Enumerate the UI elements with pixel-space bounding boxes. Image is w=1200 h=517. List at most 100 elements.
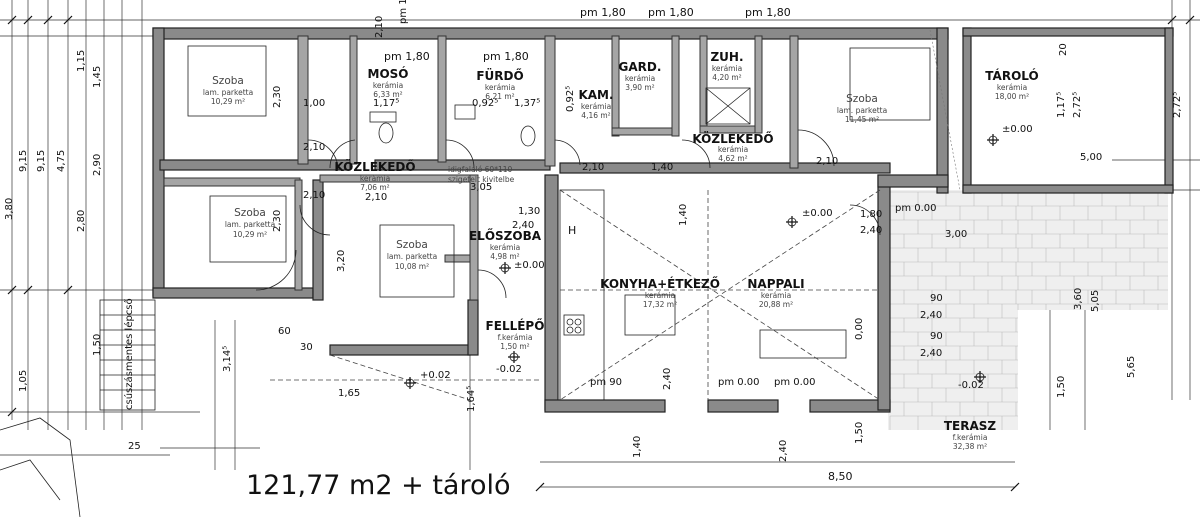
dim-label: pm 1,80	[483, 50, 529, 63]
dim-label: 2,10	[365, 192, 387, 203]
svg-text:KÖZLEKEDŐ: KÖZLEKEDŐ	[692, 131, 773, 146]
level-marker	[508, 351, 520, 363]
dim-label: 1,40	[651, 162, 673, 173]
svg-text:MOSÓ: MOSÓ	[368, 66, 409, 81]
svg-text:kerámia: kerámia	[997, 83, 1027, 92]
svg-text:Szoba: Szoba	[212, 75, 244, 87]
level-marker	[499, 262, 511, 274]
level-marker	[404, 377, 416, 389]
svg-text:ELŐSZOBA: ELŐSZOBA	[469, 228, 542, 243]
level-marker	[974, 371, 986, 383]
level-markers	[404, 134, 999, 389]
dim-label: pm 1,80	[745, 6, 791, 19]
heater-note-1: idigfalaló 60*110	[448, 165, 512, 174]
svg-text:20,88 m²: 20,88 m²	[759, 300, 793, 309]
dim-label: 1,17⁵	[1056, 92, 1067, 118]
dimension-labels-vertical: 9,15 9,15 4,75 3,80 2,80 2,90 2,30 2,30 …	[4, 0, 1183, 462]
svg-text:Szoba: Szoba	[846, 93, 878, 105]
dim-label: 1,80	[860, 209, 882, 220]
dim-label: 2,10	[303, 190, 325, 201]
dim-label: pm 0.00	[774, 377, 816, 388]
dim-label: 5,00	[1080, 152, 1102, 163]
svg-text:kerámia: kerámia	[490, 243, 520, 252]
dim-label: 1,50	[854, 422, 865, 444]
level-label: ±0.00	[802, 208, 833, 219]
dim-label: 2,40	[778, 440, 789, 462]
stove-mark: H	[568, 224, 576, 237]
svg-text:lam. parketta: lam. parketta	[203, 88, 253, 97]
interior-walls	[163, 35, 799, 301]
dim-label: pm 1,80	[384, 50, 430, 63]
svg-text:TERASZ: TERASZ	[944, 419, 997, 433]
svg-text:TÁROLÓ: TÁROLÓ	[985, 68, 1038, 83]
svg-text:lam. parketta: lam. parketta	[387, 252, 437, 261]
svg-text:17,32 m²: 17,32 m²	[643, 300, 677, 309]
room-fellepo: FELLÉPŐ f.kerámia 1,50 m²	[486, 318, 545, 351]
terrace	[888, 190, 1168, 430]
dim-label: 4,75	[56, 150, 67, 172]
annotations: csúszásmentes lépcső idigfalaló 60*110 s…	[123, 165, 576, 410]
level-marker	[987, 134, 999, 146]
dim-label: pm 0.00	[895, 203, 937, 214]
dim-label: 2,40	[512, 220, 534, 231]
svg-text:4,20 m²: 4,20 m²	[712, 73, 741, 82]
room-kam: KAM. kerámia 4,16 m²	[578, 88, 613, 120]
dim-label: 1,15	[76, 50, 87, 72]
svg-text:32,38 m²: 32,38 m²	[953, 442, 987, 451]
dim-label: pm 1,80	[398, 0, 409, 24]
dim-label: 9,15	[18, 150, 29, 172]
svg-text:4,98 m²: 4,98 m²	[490, 252, 519, 261]
svg-text:6,21 m²: 6,21 m²	[485, 92, 514, 101]
dim-label: pm 1,80	[648, 6, 694, 19]
level-label: -0.02	[958, 380, 984, 391]
svg-text:NAPPALI: NAPPALI	[747, 277, 804, 291]
svg-text:FELLÉPŐ: FELLÉPŐ	[486, 318, 545, 333]
dim-label: 2,10	[816, 156, 838, 167]
dim-label: 1,40	[678, 204, 689, 226]
level-marker	[786, 216, 798, 228]
dim-label: 90	[930, 331, 943, 342]
dimension-lines	[0, 0, 1200, 492]
svg-text:3,90 m²: 3,90 m²	[625, 83, 654, 92]
svg-text:FÜRDŐ: FÜRDŐ	[476, 68, 523, 83]
svg-text:lam. parketta: lam. parketta	[837, 106, 887, 115]
room-szoba-2: Szoba lam. parketta 10,29 m²	[225, 207, 275, 239]
dim-label: 2,72⁵	[1172, 92, 1183, 118]
room-terasz: TERASZ f.kerámia 32,38 m²	[944, 419, 997, 451]
dim-label: 2,40	[860, 225, 882, 236]
level-label: ±0.00	[1002, 124, 1033, 135]
room-szoba-4: Szoba lam. parketta 11,45 m²	[837, 93, 887, 124]
svg-text:7,06 m²: 7,06 m²	[360, 183, 389, 192]
svg-text:4,16 m²: 4,16 m²	[581, 111, 610, 120]
dim-label: pm 1,80	[580, 6, 626, 19]
dim-label: 1,64⁵	[466, 386, 477, 412]
svg-text:6,33 m²: 6,33 m²	[373, 90, 402, 99]
level-label: +0.02	[420, 370, 451, 381]
svg-text:KONYHA+ÉTKEZŐ: KONYHA+ÉTKEZŐ	[600, 276, 720, 291]
fixtures	[0, 29, 961, 517]
dim-label: 5,05	[1090, 290, 1101, 312]
level-label: ±0.00	[514, 260, 545, 271]
dim-label: 1,65	[338, 388, 360, 399]
dim-label: 2,10	[303, 142, 325, 153]
dim-label: 1,50	[1056, 376, 1067, 398]
dim-label: 25	[128, 441, 141, 452]
dim-label: 9,15	[36, 150, 47, 172]
heater-note-2: szigetelt kivitelbe	[448, 175, 515, 184]
dim-label: 8,50	[828, 470, 853, 483]
dim-label: 3,05	[470, 182, 492, 193]
svg-text:GARD.: GARD.	[619, 60, 662, 74]
total-area-caption: 121,77 m2 + tároló	[246, 470, 511, 501]
room-zuh: ZUH. kerámia 4,20 m²	[710, 50, 743, 82]
svg-text:KAM.: KAM.	[578, 88, 613, 102]
dim-label: 60	[278, 326, 291, 337]
svg-text:1,50 m²: 1,50 m²	[500, 342, 529, 351]
dim-label: 1,05	[18, 370, 29, 392]
dim-label: 1,37⁵	[514, 98, 540, 109]
room-kozlekedo-2: KÖZLEKEDŐ kerámia 4,62 m²	[692, 131, 773, 163]
svg-text:18,00 m²: 18,00 m²	[995, 92, 1029, 101]
dim-label: 5,65	[1126, 356, 1137, 378]
dim-label: 2,90	[92, 154, 103, 176]
dimension-labels: pm 1,80 pm 1,80 pm 1,80 pm 1,80 pm 1,80 …	[128, 6, 1102, 483]
